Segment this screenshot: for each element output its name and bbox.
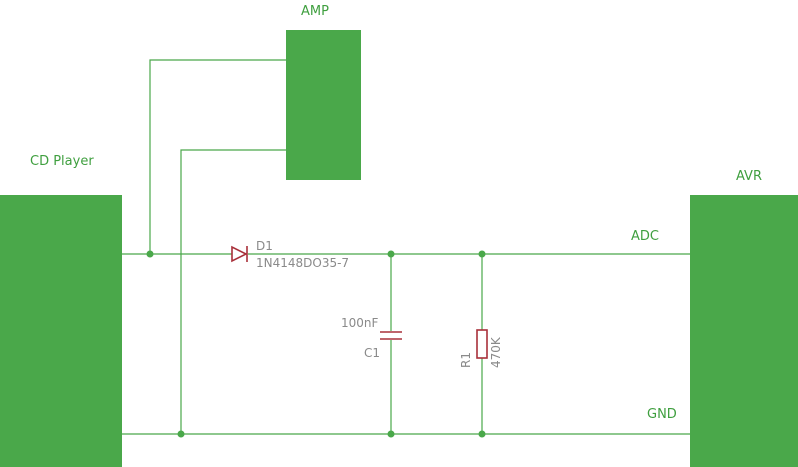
amp-signal-wire — [149, 59, 286, 254]
avr-block — [690, 195, 798, 467]
junction-dot — [146, 250, 154, 258]
resistor-symbol — [476, 329, 488, 359]
wires — [122, 59, 690, 435]
junction-dot — [177, 430, 185, 438]
capacitor-ref-label: C1 — [364, 346, 380, 360]
diode-value-label: 1N4148DO35-7 — [256, 256, 349, 270]
junction-dot — [478, 250, 486, 258]
gnd-net-label: GND — [647, 407, 677, 422]
diode-symbol — [231, 245, 248, 263]
capacitor-value-label: 100nF — [341, 316, 379, 330]
resistor-value-label: 470K — [489, 336, 503, 368]
junction-dot — [478, 430, 486, 438]
amp-label: AMP — [301, 4, 329, 19]
resistor-ref-label: R1 — [459, 352, 473, 368]
amp-block — [286, 30, 361, 180]
cd-player-label: CD Player — [30, 154, 94, 169]
capacitor-symbol — [380, 331, 402, 340]
avr-label: AVR — [736, 169, 762, 184]
junction-dot — [387, 250, 395, 258]
diode-ref-label: D1 — [256, 239, 273, 253]
adc-net-label: ADC — [631, 229, 659, 244]
junctions — [146, 250, 486, 438]
cd-player-block — [0, 195, 122, 467]
amp-ground-wire — [180, 149, 286, 434]
junction-dot — [387, 430, 395, 438]
